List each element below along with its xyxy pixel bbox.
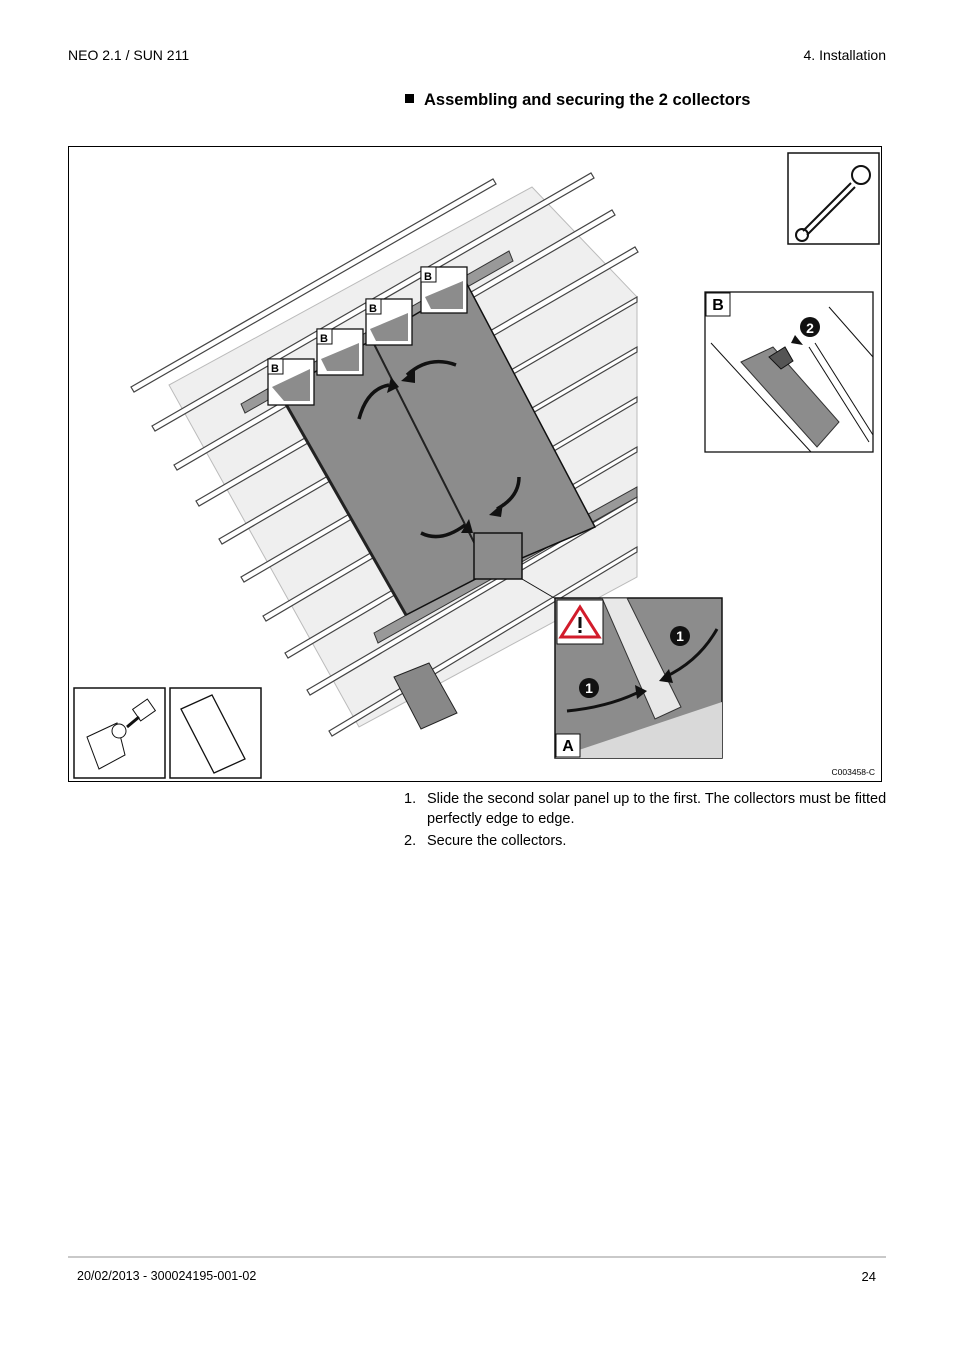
header-chapter: 4. Installation (803, 47, 887, 63)
detail-a: 1 1 A (554, 597, 723, 759)
bolt-icon (131, 698, 157, 722)
header-product: NEO 2.1 / SUN 211 (68, 47, 190, 63)
page-number: 24 (861, 1269, 876, 1284)
footer-divider (68, 1256, 886, 1258)
inset-b-3: B (365, 298, 413, 346)
svg-text:B: B (320, 333, 328, 345)
detail-a-label: A (562, 738, 574, 755)
step-text: Secure the collectors. (427, 833, 567, 849)
collector-kit-box (169, 687, 262, 779)
arrow-heads (387, 369, 503, 533)
detail-b-label: B (712, 297, 724, 314)
installation-drawing: B B B B (73, 152, 880, 779)
step-marker-2: 2 (806, 320, 814, 336)
bullet-icon (405, 94, 414, 103)
callout-leader (521, 578, 557, 600)
step-marker-1a: 1 (585, 680, 593, 696)
collector-edge (277, 391, 408, 616)
section-title: Assembling and securing the 2 collectors (405, 91, 750, 110)
step-2: 2. Secure the collectors. (404, 831, 888, 851)
footer-doc-ref: 20/02/2013 - 300024195-001-02 (77, 1269, 257, 1283)
callout-a-marker (473, 532, 523, 580)
wrench-icon (802, 182, 856, 236)
tool-box (787, 152, 880, 245)
svg-text:B: B (271, 363, 279, 375)
inset-b-1: B (267, 358, 315, 406)
section-title-text: Assembling and securing the 2 collectors (424, 91, 751, 109)
detail-b: 2 B (704, 291, 874, 453)
svg-text:B: B (424, 271, 432, 283)
collector-icon (180, 694, 246, 774)
inset-b-4: B (420, 266, 468, 314)
step-1: 1. Slide the second solar panel up to the… (404, 789, 888, 829)
step-text: Slide the second solar panel up to the f… (427, 791, 887, 827)
step-number: 1. (404, 791, 417, 807)
installation-figure: B B B B (68, 146, 882, 782)
svg-text:B: B (369, 303, 377, 315)
step-number: 2. (404, 833, 417, 849)
figure-code: C003458-C (831, 767, 875, 777)
bolt-kit-box (73, 687, 166, 779)
inset-b-2: B (316, 328, 364, 376)
step-marker-1b: 1 (676, 628, 684, 644)
instruction-steps: 1. Slide the second solar panel up to the… (404, 789, 888, 853)
roof-tiles (393, 662, 458, 730)
